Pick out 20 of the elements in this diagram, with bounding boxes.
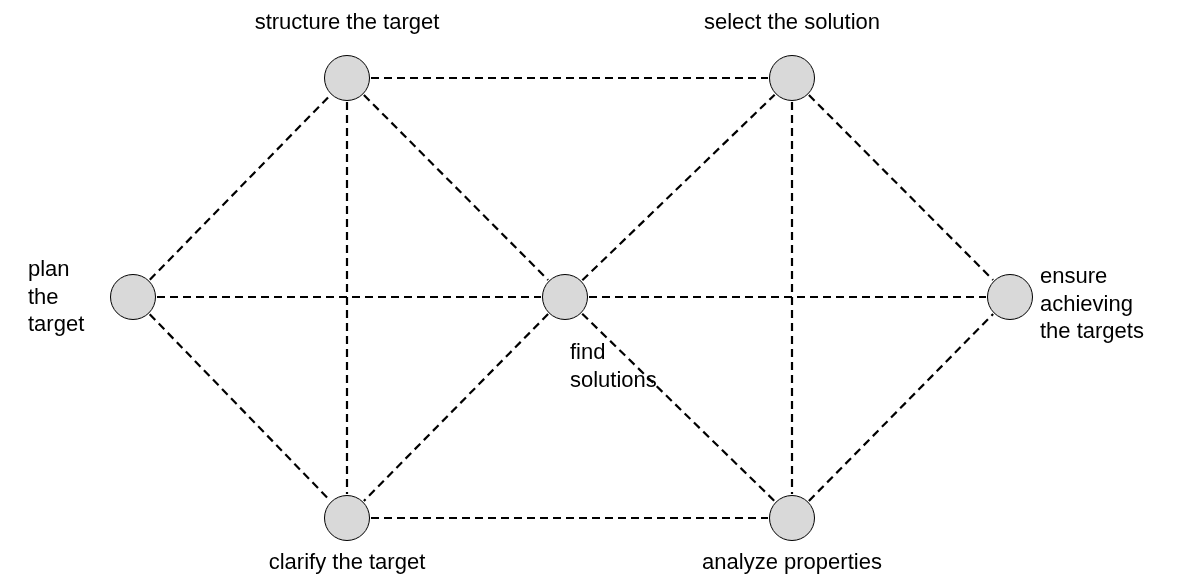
node-label: ensure achieving the targets bbox=[1040, 262, 1145, 345]
node-label: find solutions bbox=[570, 338, 658, 393]
dashed-connector bbox=[581, 93, 776, 282]
node-label: structure the target bbox=[253, 8, 441, 36]
dashed-connector bbox=[808, 94, 994, 281]
dashed-connector bbox=[581, 312, 776, 503]
dashed-connector bbox=[363, 94, 549, 281]
dashed-connector bbox=[149, 94, 331, 281]
dashed-connector bbox=[345, 102, 349, 494]
dashed-connector bbox=[371, 516, 768, 520]
dashed-connector bbox=[589, 295, 986, 299]
dashed-connector bbox=[157, 295, 541, 299]
dashed-connector bbox=[371, 76, 768, 80]
dashed-connector bbox=[363, 313, 549, 502]
node-label: plan the target bbox=[28, 255, 86, 338]
dashed-connector bbox=[808, 313, 994, 502]
node-label: clarify the target bbox=[267, 548, 427, 576]
node-label: select the solution bbox=[702, 8, 882, 36]
node-label: analyze properties bbox=[701, 548, 883, 576]
dashed-connector bbox=[790, 102, 794, 494]
